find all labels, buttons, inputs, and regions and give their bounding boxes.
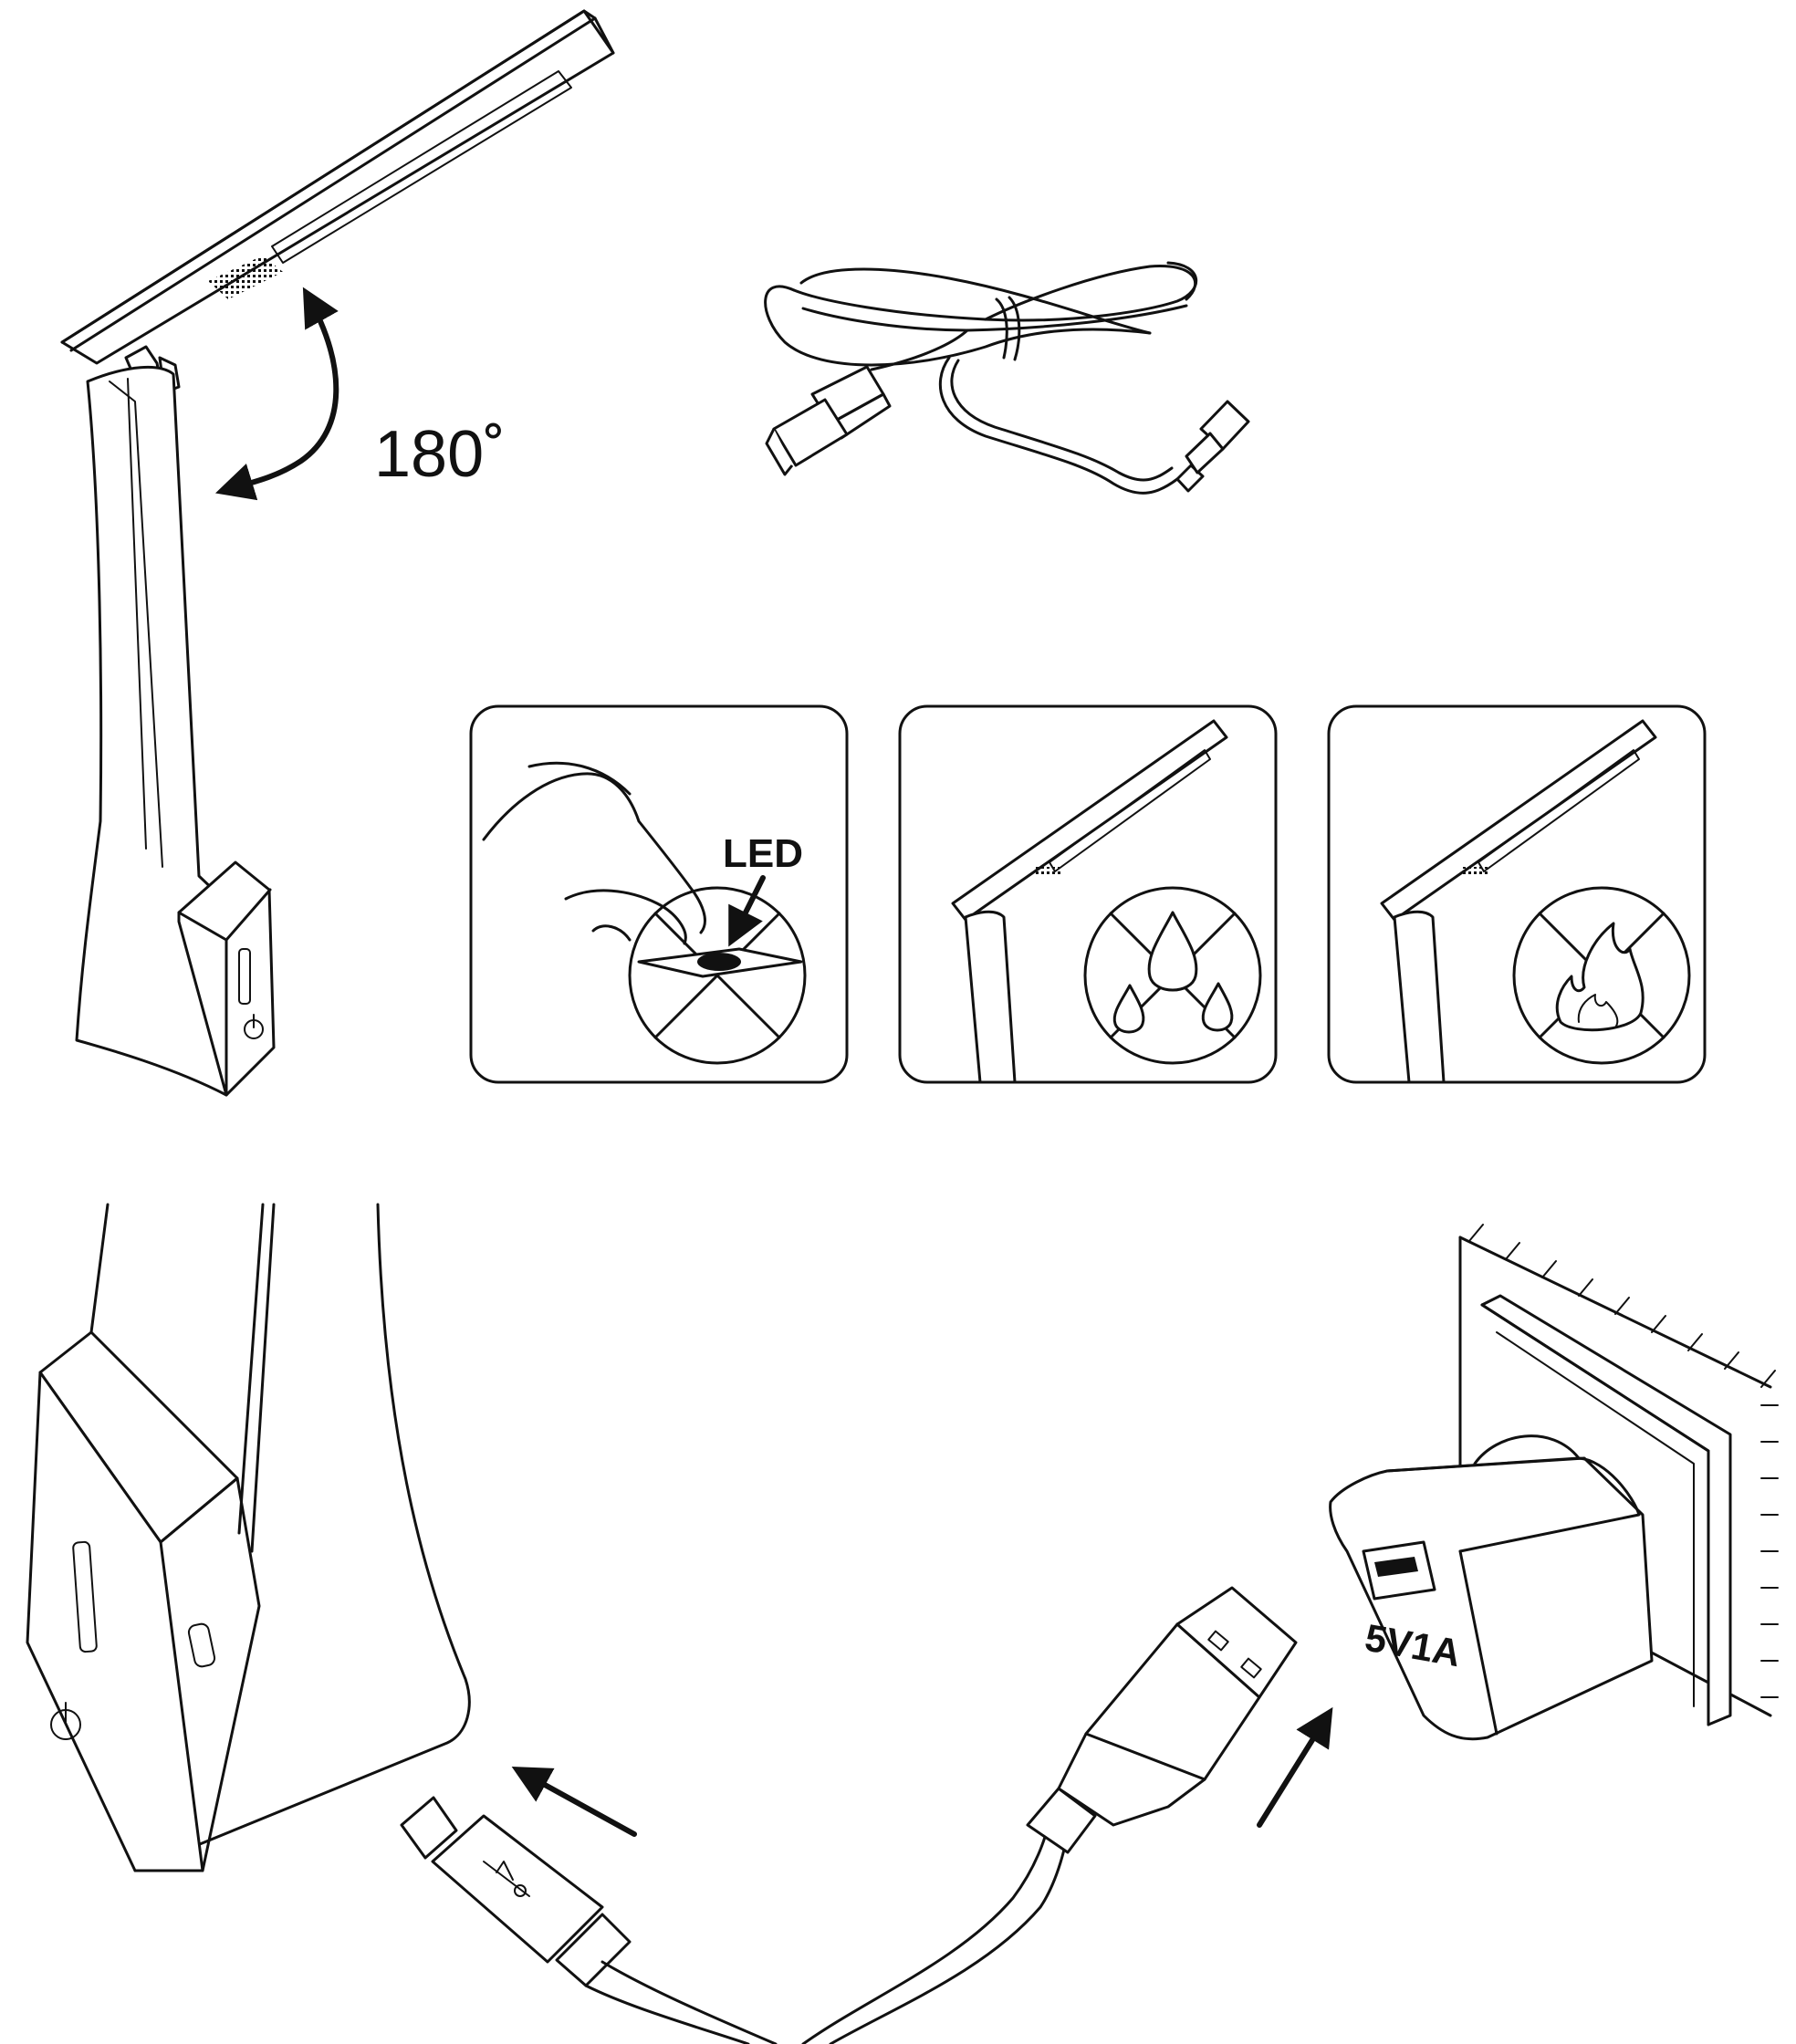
panel-no-touch-led: LED <box>469 704 849 1084</box>
fire-icon <box>1555 922 1645 1032</box>
wall-icon <box>1458 1224 1779 1726</box>
usb-cable-illustration <box>764 261 1250 495</box>
micro-usb-plug-icon <box>1175 400 1250 493</box>
usb-port-icon <box>1362 1540 1436 1601</box>
warning-panels: LED <box>469 704 1707 1084</box>
usb-a-plug-icon <box>765 365 892 476</box>
usb-a-plug-closeup <box>801 1586 1298 2044</box>
led-label: LED <box>723 831 803 876</box>
wall-charger-illustration: 5V1A <box>1329 1224 1779 1741</box>
plug-in-arrow-up <box>1257 1706 1333 1828</box>
plug-in-arrow-left <box>511 1766 637 1837</box>
led-chip-icon <box>697 953 741 971</box>
lamp-stand-icon <box>75 366 276 1097</box>
water-drop-icon <box>1112 911 1234 1034</box>
usb-charger-icon: 5V1A <box>1329 1434 1654 1741</box>
rotation-arrow-icon <box>214 287 339 501</box>
rotation-angle-label: 180˚ <box>374 418 506 491</box>
micro-usb-connector-illustration <box>400 1796 778 2044</box>
panel-no-fire <box>1327 704 1707 1084</box>
lamp-rotation-illustration: 180˚ <box>60 9 615 1097</box>
micro-usb-port-icon <box>187 1622 216 1668</box>
panel-no-water <box>898 704 1278 1084</box>
usb-symbol-icon <box>483 1861 530 1897</box>
lamp-base-closeup <box>26 1203 471 1872</box>
lamp-head-icon <box>60 9 615 365</box>
